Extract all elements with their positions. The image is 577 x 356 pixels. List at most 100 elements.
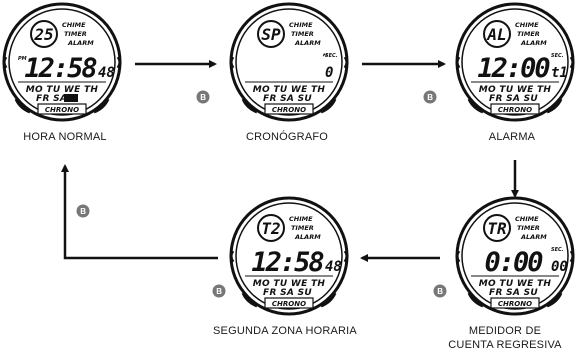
chrono-box xyxy=(37,103,87,115)
side-button xyxy=(229,56,235,69)
side-button xyxy=(546,98,563,114)
chrono-box xyxy=(264,297,314,309)
main-time-digits: 12:58 xyxy=(24,53,96,84)
svg-text:B: B xyxy=(200,93,206,102)
side-button xyxy=(2,56,8,69)
chime-indicator: CHIME xyxy=(515,215,539,223)
side-button xyxy=(14,98,31,114)
days-row-1: MO TU WE TH xyxy=(253,85,326,95)
alarm-indicator: ALARM xyxy=(520,233,547,241)
side-button xyxy=(93,98,110,114)
mode-indicator-circle xyxy=(257,214,285,242)
day-highlight-block xyxy=(64,94,78,102)
sec-label: SEC. xyxy=(325,53,338,59)
chrono-box xyxy=(490,103,540,115)
chrono-label: CHRONO xyxy=(45,106,79,114)
chrono-label: CHRONO xyxy=(498,106,532,114)
days-row-1: MO TU WE TH xyxy=(253,279,326,289)
caption-medidor: MEDIDOR DE CUENTA REGRESIVA xyxy=(435,324,575,352)
mode-indicator-circle xyxy=(483,214,511,242)
timer-indicator: TIMER xyxy=(64,30,87,38)
mode-label: SP xyxy=(261,25,281,44)
side-button xyxy=(229,250,235,263)
days-row-1: MO TU WE TH xyxy=(479,279,552,289)
side-button xyxy=(467,98,484,114)
side-button xyxy=(467,292,484,308)
main-time-digits: 12:58 xyxy=(251,247,323,278)
main-time-digits: 12:00 xyxy=(477,53,550,84)
mode-indicator-circle xyxy=(257,20,285,48)
chime-indicator: CHIME xyxy=(62,21,86,29)
chrono-label: CHRONO xyxy=(272,300,306,308)
side-button xyxy=(320,292,337,308)
mode-indicator-circle xyxy=(30,20,58,48)
b-button-badge: B xyxy=(76,204,90,218)
side-button xyxy=(241,98,258,114)
arrow-segunda-to-hora xyxy=(61,164,218,260)
days-row-1: MO TU WE TH xyxy=(26,85,99,95)
b-button-badge: B xyxy=(212,284,226,298)
side-button xyxy=(455,250,461,263)
mode-label: T2 xyxy=(261,219,280,238)
svg-text:B: B xyxy=(80,207,86,216)
main-time-digits: 0:00 xyxy=(484,247,543,278)
caption-alarma: ALARMA xyxy=(488,131,536,143)
days-row-2: FR SA SU xyxy=(489,94,538,104)
days-row-2: FR SA SU xyxy=(263,288,312,298)
sec-label: SEC. xyxy=(551,247,564,253)
side-button xyxy=(569,250,575,263)
caption-medidor-line2: CUENTA REGRESIVA xyxy=(448,339,562,351)
timer-indicator: TIMER xyxy=(291,30,314,38)
days-row-2: FR SA SU xyxy=(489,288,538,298)
mode-indicator-circle xyxy=(483,20,511,48)
side-button xyxy=(569,56,575,69)
svg-text:B: B xyxy=(216,287,222,296)
timer-indicator: TIMER xyxy=(291,224,314,232)
alarm-indicator: ALARM xyxy=(294,39,321,47)
caption-medidor-line1: MEDIDOR DE xyxy=(468,325,542,337)
svg-text:B: B xyxy=(437,287,443,296)
caption-segunda-zona: SEGUNDA ZONA HORARIA xyxy=(213,325,357,337)
mode-label: AL xyxy=(486,25,506,44)
days-row-1: MO TU WE TH xyxy=(479,85,552,95)
b-button-badge: B xyxy=(196,90,210,104)
seconds-tick-mark: ” xyxy=(322,53,328,63)
alarm-indicator: ALARM xyxy=(294,233,321,241)
mode-label: 25 xyxy=(33,25,53,44)
seconds-digits: t1 xyxy=(551,65,568,81)
sec-label: SEC. xyxy=(551,53,564,59)
caption-cronografo: CRONÓGRAFO xyxy=(245,131,329,143)
seconds-digits: 0 xyxy=(325,65,333,81)
chrono-label: CHRONO xyxy=(498,300,532,308)
chime-indicator: CHIME xyxy=(289,21,313,29)
chrono-label: CHRONO xyxy=(272,106,306,114)
alarm-indicator: ALARM xyxy=(520,39,547,47)
chime-indicator: CHIME xyxy=(289,215,313,223)
chrono-box xyxy=(490,297,540,309)
side-button xyxy=(116,56,122,69)
side-button xyxy=(546,292,563,308)
side-button xyxy=(320,98,337,114)
seconds-digits: 00 xyxy=(551,259,568,275)
b-button-badge: B xyxy=(423,90,437,104)
days-row-2: FR SA SU xyxy=(263,94,312,104)
timer-indicator: TIMER xyxy=(517,224,540,232)
side-button xyxy=(343,56,349,69)
days-row-2: FR SA xyxy=(36,94,67,104)
chime-indicator: CHIME xyxy=(515,21,539,29)
side-button xyxy=(241,292,258,308)
side-button xyxy=(343,250,349,263)
seconds-digits: 48 xyxy=(325,259,342,275)
seconds-digits: 48 xyxy=(98,65,115,81)
chrono-box xyxy=(264,103,314,115)
b-button-badge: B xyxy=(433,284,447,298)
mode-label: TR xyxy=(487,219,507,238)
side-button xyxy=(455,56,461,69)
pm-indicator: PM xyxy=(18,56,27,62)
